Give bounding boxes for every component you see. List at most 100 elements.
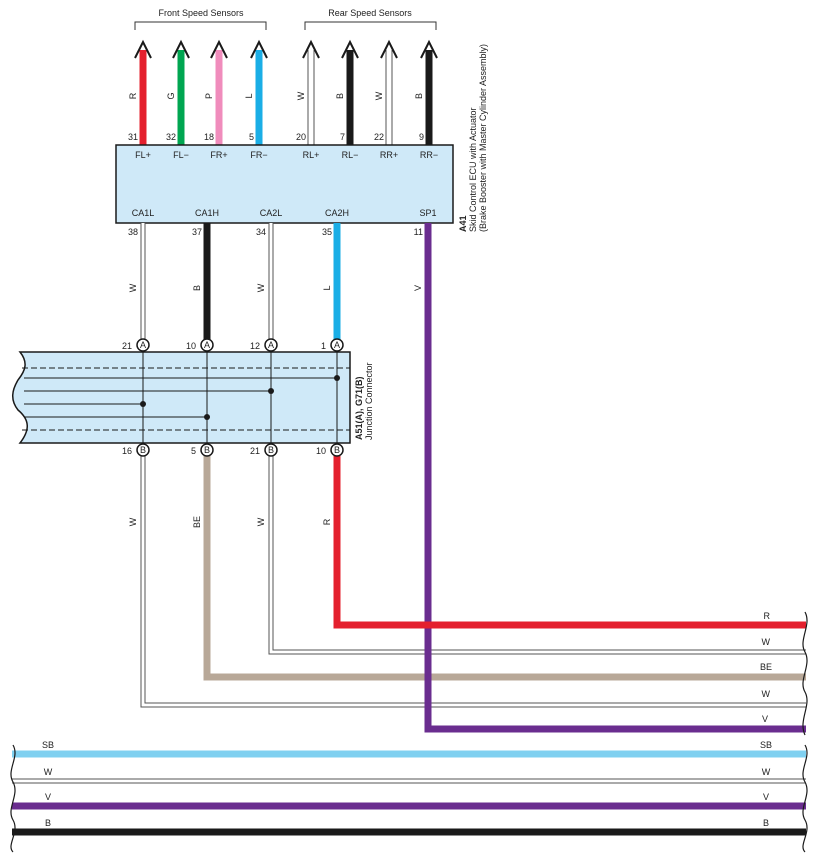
pin-number: 5 (191, 446, 196, 456)
harness-label-be: BE (760, 662, 772, 672)
terminal-letter: A (268, 340, 274, 350)
ecu-bottom-pin-numbers: 38 37 34 35 11 (128, 227, 423, 237)
pin-number: 37 (192, 227, 202, 237)
pin-number: 21 (122, 341, 132, 351)
wire-code-rl-plus: W (296, 91, 306, 100)
junction-wire-codes: W BE W R (128, 516, 332, 528)
pin-number: 16 (122, 446, 132, 456)
bus-label-right: V (763, 792, 769, 802)
terminal-circle (330, 443, 344, 457)
terminal-letter: B (334, 445, 340, 455)
junction-top-terminals: 21 A 10 A 12 A 1 A (122, 338, 344, 352)
junction-body (12, 351, 351, 444)
junction-connector (12, 351, 351, 444)
ecu-sub-name: (Brake Booster with Master Cylinder Asse… (478, 44, 488, 232)
ecu-pin-name: FR+ (210, 150, 227, 160)
wire-code-rr-plus: W (374, 91, 384, 100)
arrow-fr-minus (250, 39, 268, 59)
arrow-rl-minus (341, 39, 359, 59)
splice-dot (204, 414, 210, 420)
ecu-pin-name: CA1H (195, 208, 219, 218)
bus-label-left: SB (42, 740, 54, 750)
bus-label-left: W (44, 767, 53, 777)
arrow-rr-plus (380, 39, 398, 59)
wire-code-rl-minus: B (335, 93, 345, 99)
bottom-bus: SB W V B SB W V B (12, 740, 806, 836)
wire-w-16b-outline (140, 456, 806, 708)
harness-label-w: W (762, 637, 771, 647)
splice-dot (268, 388, 274, 394)
pin-number: 10 (186, 341, 196, 351)
pin-number: 18 (204, 132, 214, 142)
wire-code-sp1: V (413, 285, 423, 291)
junction-side-label: A51(A), G71(B) Junction Connector (354, 362, 374, 440)
bus-label-right: W (762, 767, 771, 777)
pin-number: 20 (296, 132, 306, 142)
rear-group-bracket (304, 21, 437, 30)
front-speed-sensors-title: Front Speed Sensors (158, 8, 244, 18)
terminal-letter: B (268, 445, 274, 455)
terminal-circle (264, 443, 278, 457)
wire-code-fr-plus: P (204, 93, 214, 99)
terminal-circle (136, 338, 150, 352)
arrow-rl-plus (302, 39, 320, 59)
ecu-pin-name: RR− (420, 150, 438, 160)
ecu-pin-name: SP1 (419, 208, 436, 218)
pin-number: 21 (250, 446, 260, 456)
wire-code-ca1h: B (192, 285, 202, 291)
can-wire-codes: W B W L V (128, 283, 423, 292)
terminal-letter: B (140, 445, 146, 455)
arrow-fl-minus (172, 39, 190, 59)
junction-code: A51(A), G71(B) (354, 376, 364, 440)
harness-label-w: W (762, 689, 771, 699)
ecu-pin-name: FL− (173, 150, 189, 160)
pin-number: 11 (414, 227, 423, 237)
pin-number: 32 (166, 132, 176, 142)
arrow-rr-minus (420, 39, 438, 59)
ecu-pin-name: RR+ (380, 150, 398, 160)
terminal-circle (136, 443, 150, 457)
splice-dot (140, 401, 146, 407)
rear-speed-sensors-group: Rear Speed Sensors (304, 8, 437, 30)
ecu-body (115, 144, 454, 224)
wire-code-fl-minus: G (166, 92, 176, 99)
rear-speed-sensors-title: Rear Speed Sensors (328, 8, 412, 18)
terminal-letter: A (204, 340, 210, 350)
sensor-wire-codes: R G P L W B W B (128, 91, 424, 100)
break-line-left (10, 744, 16, 853)
bus-label-right: B (763, 818, 769, 828)
ecu-pin-name: RL− (342, 150, 359, 160)
sensor-wires (134, 39, 438, 145)
wire-code-21b: W (256, 517, 266, 526)
pin-number: 10 (316, 446, 326, 456)
pin-number: 1 (321, 341, 326, 351)
harness-right-labels: R W BE W V (760, 611, 772, 724)
wire-code-ca1l: W (128, 283, 138, 292)
ecu-pin-name: CA2L (260, 208, 283, 218)
ecu-pin-name: RL+ (303, 150, 320, 160)
wire-code-16b: W (128, 517, 138, 526)
pin-number: 7 (340, 132, 345, 142)
pin-number: 35 (322, 227, 332, 237)
ecu-side-label: A41 Skid Control ECU with Actuator (Brak… (458, 44, 488, 232)
terminal-letter: A (140, 340, 146, 350)
wire-code-fl-plus: R (128, 92, 138, 99)
wire-code-10b: R (322, 518, 332, 525)
break-lines (10, 611, 808, 853)
bus-label-left: B (45, 818, 51, 828)
pin-number: 31 (128, 132, 138, 142)
front-group-bracket (134, 21, 267, 30)
break-line-right-upper (802, 611, 808, 736)
arrow-fr-plus (210, 39, 228, 59)
ecu-box: FL+ FL− FR+ FR− RL+ RL− RR+ RR− CA1L CA1… (115, 144, 454, 224)
ecu-name: Skid Control ECU with Actuator (468, 107, 478, 232)
pin-number: 34 (256, 227, 266, 237)
wire-code-ca2l: W (256, 283, 266, 292)
pin-number: 38 (128, 227, 138, 237)
wire-w-16b (141, 456, 806, 707)
pin-number: 5 (249, 132, 254, 142)
arrow-fl-plus (134, 39, 152, 59)
ecu-top-pin-numbers: 31 32 18 5 20 7 22 9 (128, 132, 424, 142)
wire-r-10b (333, 456, 806, 629)
